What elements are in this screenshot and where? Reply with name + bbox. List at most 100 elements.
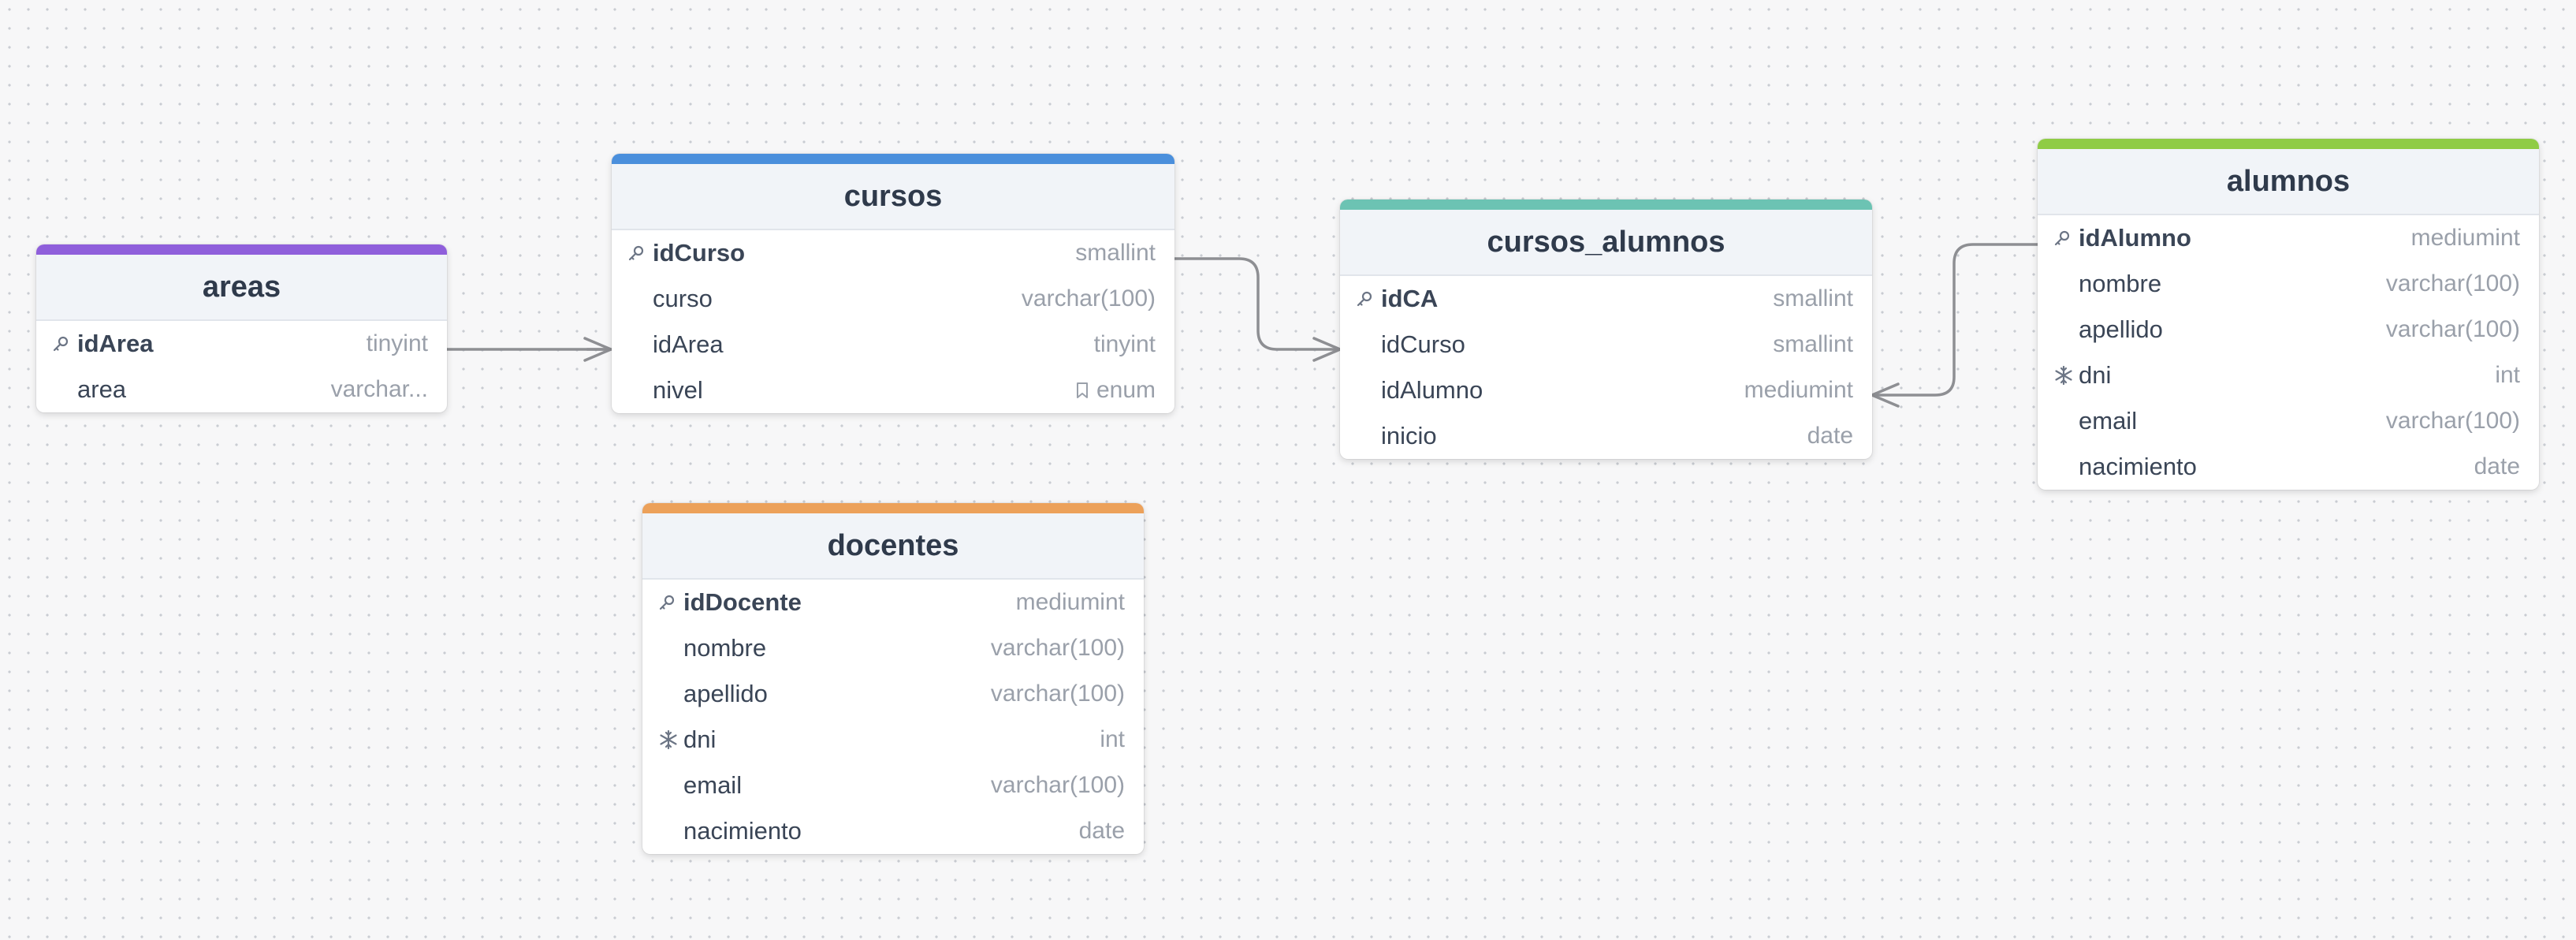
table-color-bar [2038,139,2539,149]
bookmark-icon [1074,382,1090,399]
column-row-idcurso[interactable]: idCurso smallint [1340,322,1872,367]
column-name: nacimiento [2079,453,2197,480]
edge-alumnos-cursos-alumnos[interactable] [1871,243,2039,408]
table-title[interactable]: cursos [612,164,1174,230]
column-name: nacimiento [683,817,802,845]
column-name: email [683,771,743,799]
column-row-area[interactable]: area varchar... [36,367,447,412]
column-type: smallint [1773,331,1853,358]
unique-icon [658,729,683,750]
column-type-label: smallint [1773,331,1853,357]
column-type-label: mediumint [2410,225,2520,251]
edge-line [1173,257,1342,351]
column-name: idCA [1381,285,1439,312]
edge-cursos-cursos-alumnos[interactable] [1173,257,1342,362]
column-row-apellido[interactable]: apellido varchar(100) [642,671,1144,717]
column-type-label: varchar(100) [1021,285,1156,311]
column-row-nombre[interactable]: nombre varchar(100) [642,625,1144,671]
column-name: idCurso [653,239,746,267]
column-type: mediumint [2411,225,2520,252]
column-type-label: date [1807,423,1853,449]
table-title[interactable]: docentes [642,513,1144,580]
column-type: varchar(100) [991,635,1125,662]
column-row-email[interactable]: email varchar(100) [642,763,1144,808]
column-type: varchar... [331,376,428,403]
column-row-idcurso[interactable]: idCurso smallint [612,230,1174,276]
table-title[interactable]: cursos_alumnos [1340,210,1872,276]
unique-icon [2053,365,2079,386]
column-row-nacimiento[interactable]: nacimiento date [2038,444,2539,490]
table-color-bar [612,154,1174,164]
column-name: curso [653,285,713,312]
column-name: apellido [683,680,768,707]
column-type: varchar(100) [2386,270,2520,297]
column-type-label: varchar(100) [990,635,1125,661]
crowfoot-many-icon [1871,382,1900,408]
table-color-bar [36,244,447,255]
table-title[interactable]: alumnos [2038,149,2539,215]
column-type: int [2495,362,2520,389]
column-name: dni [683,726,717,753]
column-row-inicio[interactable]: inicio date [1340,413,1872,459]
column-type: int [1100,726,1125,753]
column-row-dni[interactable]: dni int [642,717,1144,763]
edge-line [1871,243,2039,397]
column-name: apellido [2079,315,2163,343]
column-type-label: tinyint [1093,331,1156,357]
column-name: idCurso [1381,330,1465,358]
column-type-label: mediumint [1744,377,1853,403]
column-type: date [1807,423,1853,449]
column-type-label: varchar(100) [2385,316,2520,342]
column-name: idDocente [683,588,802,616]
column-type: enum [1074,377,1156,404]
column-row-apellido[interactable]: apellido varchar(100) [2038,307,2539,352]
table-docentes[interactable]: docentes idDocente mediumint nombre varchar… [642,503,1144,854]
column-type-label: int [2495,362,2520,388]
column-name: area [77,375,127,403]
column-type: mediumint [1744,377,1853,404]
column-type-label: int [1100,726,1125,752]
table-color-bar [642,503,1144,513]
column-row-iddocente[interactable]: idDocente mediumint [642,580,1144,625]
key-icon [658,594,683,611]
column-type-label: smallint [1075,240,1156,266]
column-type: varchar(100) [991,772,1125,799]
column-row-nivel[interactable]: nivel enum [612,367,1174,413]
crowfoot-many-icon [583,337,612,362]
column-type: varchar(100) [2386,408,2520,435]
column-row-curso[interactable]: curso varchar(100) [612,276,1174,322]
column-type-label: varchar(100) [990,772,1125,798]
column-type: tinyint [367,330,428,357]
key-icon [2053,229,2079,247]
column-type: date [2474,453,2520,480]
column-name: inicio [1381,422,1437,449]
column-type: varchar(100) [991,681,1125,707]
table-title[interactable]: areas [36,255,447,321]
edge-areas-cursos[interactable] [445,337,612,362]
column-name: nombre [683,634,767,662]
column-type: varchar(100) [2386,316,2520,343]
column-type: tinyint [1094,331,1156,358]
column-name: nivel [653,376,703,404]
column-type: mediumint [1016,589,1125,616]
column-type-label: varchar(100) [2385,408,2520,434]
column-type-label: mediumint [1015,589,1125,615]
